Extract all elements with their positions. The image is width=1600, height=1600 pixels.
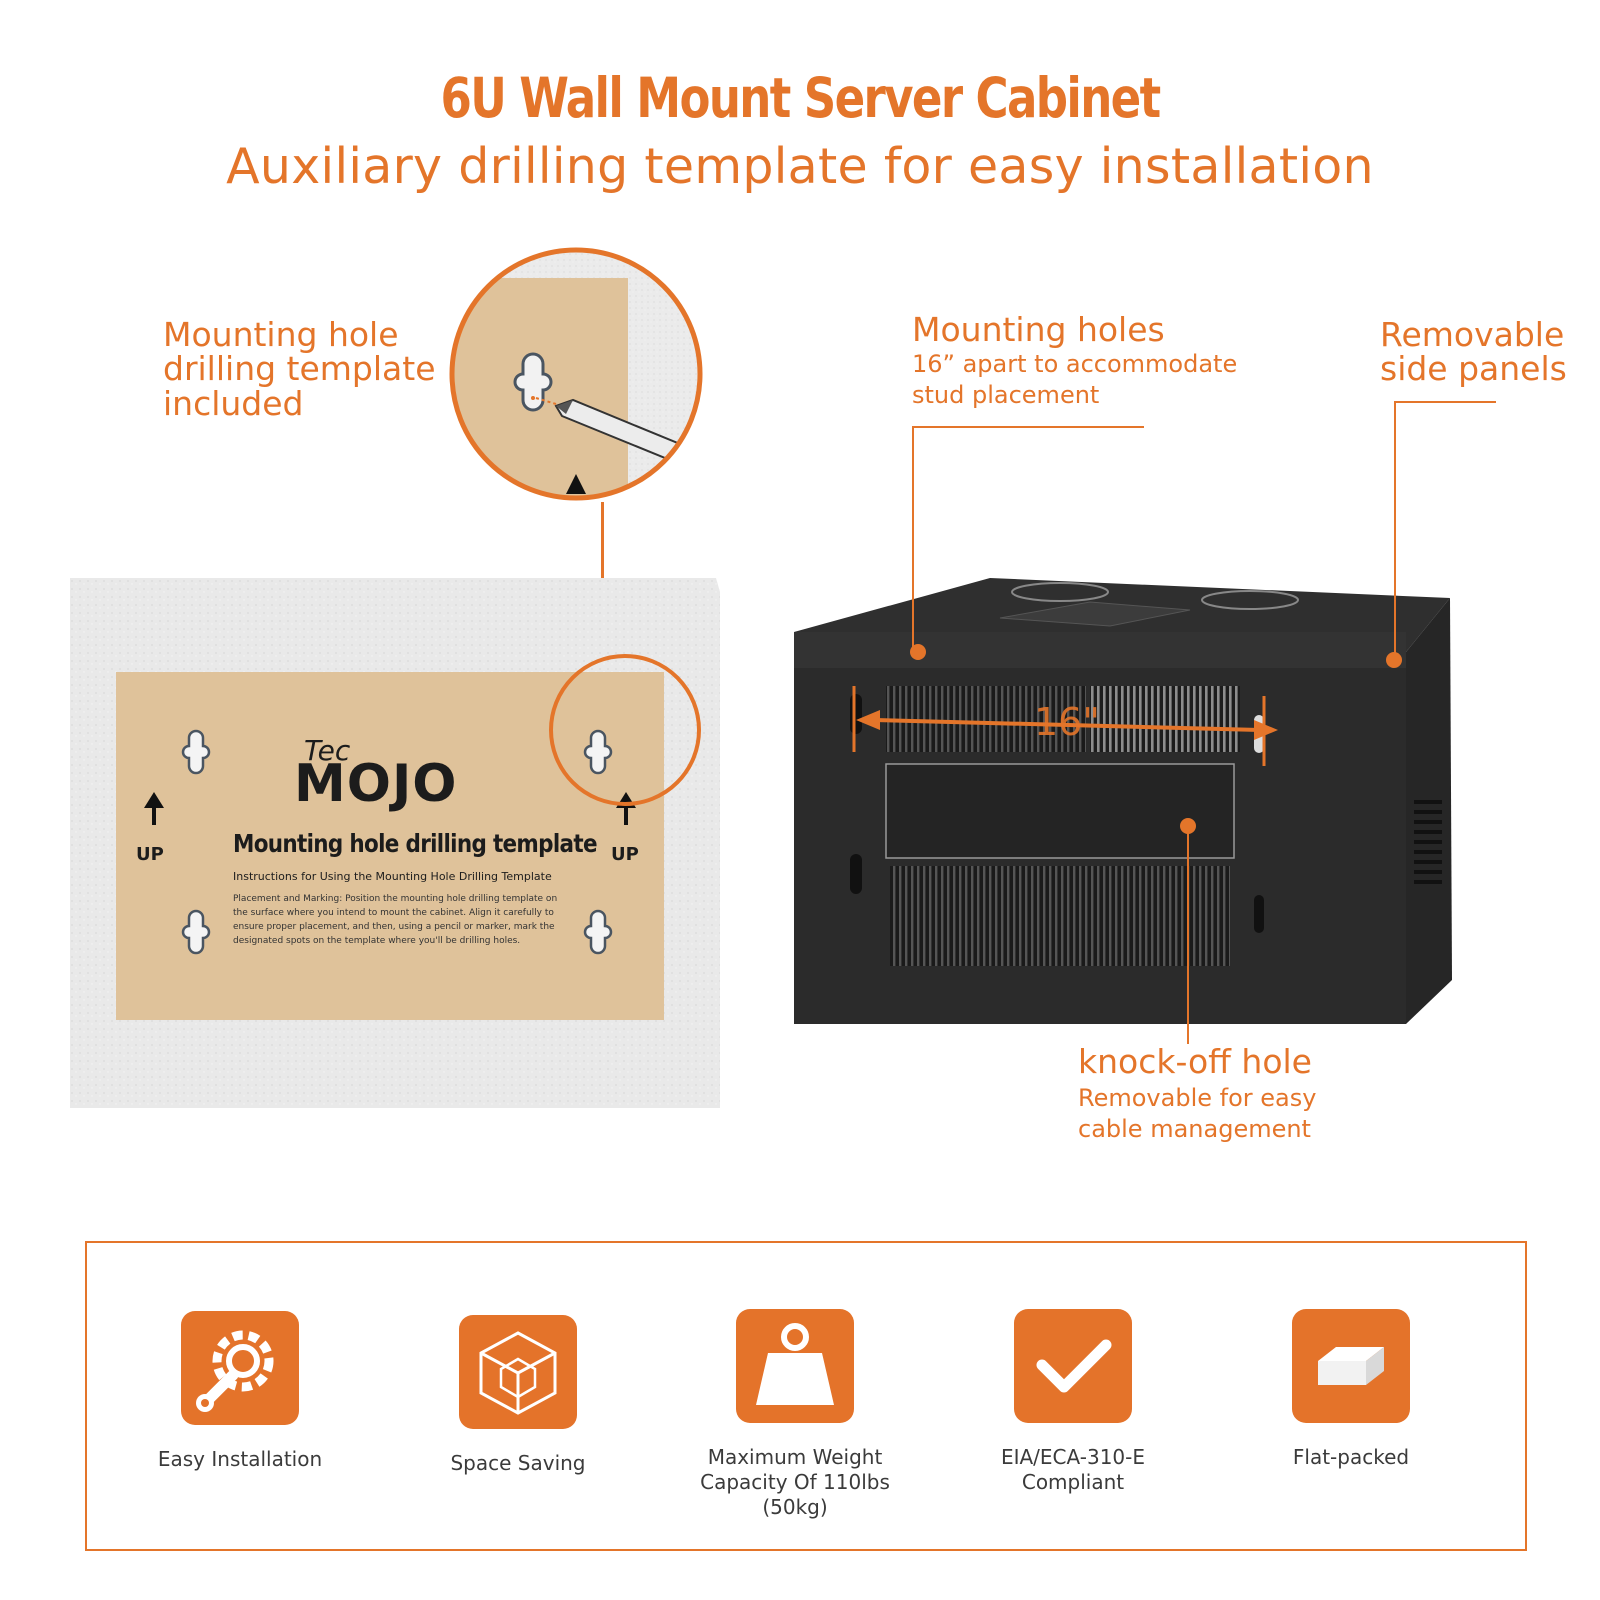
feature-label-line: Compliant	[1021, 1470, 1125, 1494]
feature-label-line: Maximum Weight	[707, 1445, 883, 1469]
callout-panels-line: side panels	[1380, 349, 1567, 389]
leader-panels-vertical	[1394, 401, 1396, 661]
instructions-line: the surface where you intend to mount th…	[233, 908, 554, 918]
feature-label-line: Capacity Of 110lbs (50kg)	[700, 1470, 890, 1519]
server-cabinet-illustration	[794, 578, 1452, 1024]
feature-label-line: EIA/ECA-310-E	[1000, 1445, 1146, 1469]
callout-panels-line: Removable	[1380, 315, 1565, 354]
feature-label-line: Flat-packed	[1292, 1445, 1410, 1469]
feature-space-saving: Space Saving	[388, 1315, 648, 1476]
callout-holes-title: Mounting holes	[912, 310, 1165, 349]
cube-icon	[459, 1315, 577, 1429]
callout-holes-desc: 16” apart to accommodate stud placement	[912, 349, 1237, 410]
callout-mounting-holes: Mounting holes 16” apart to accommodate …	[912, 310, 1237, 411]
instructions-line: designated spots on the template where y…	[233, 936, 521, 946]
template-instructions-body: Placement and Marking: Position the moun…	[233, 892, 557, 948]
callout-knockoff-title: knock-off hole	[1078, 1042, 1312, 1081]
checkmark-icon	[1014, 1309, 1132, 1423]
features-panel: Easy Installation Space Saving Maximum W…	[85, 1241, 1527, 1551]
leader-holes-horizontal	[912, 426, 1144, 428]
up-arrow-icon	[566, 474, 586, 494]
feature-easy-installation: Easy Installation	[110, 1311, 370, 1472]
feature-compliant: EIA/ECA-310-E Compliant	[943, 1309, 1203, 1495]
callout-holes-line: stud placement	[912, 381, 1100, 410]
wrench-gear-icon	[181, 1311, 299, 1425]
instructions-line: Placement and Marking: Position the moun…	[233, 894, 558, 904]
feature-label: EIA/ECA-310-E Compliant	[943, 1445, 1203, 1495]
instructions-line: ensure proper placement, and then, using…	[233, 922, 555, 932]
leader-panels-horizontal	[1394, 401, 1496, 403]
template-instructions-title: Instructions for Using the Mounting Hole…	[233, 870, 552, 883]
box-icon	[1292, 1309, 1410, 1423]
callout-side-panels: Removable side panels	[1380, 315, 1567, 389]
feature-label: Flat-packed	[1221, 1445, 1481, 1470]
page-subtitle: Auxiliary drilling template for easy ins…	[226, 138, 1374, 195]
template-heading: Mounting hole drilling template	[233, 829, 598, 858]
dimension-label: 16"	[1034, 700, 1100, 744]
feature-max-weight: Maximum Weight Capacity Of 110lbs (50kg)	[665, 1309, 925, 1520]
callout-template-line: drilling template	[163, 349, 436, 389]
callout-knockoff-line: Removable for easy	[1078, 1084, 1317, 1113]
up-label-right: UP	[611, 844, 639, 865]
callout-template-line: Mounting hole	[163, 315, 399, 354]
brand-small: Tec	[304, 734, 351, 767]
brand-logo: MOJO	[294, 754, 458, 814]
feature-label: Easy Installation	[110, 1447, 370, 1472]
feature-label-line: Easy Installation	[157, 1447, 323, 1471]
leader-holes-vertical	[912, 426, 914, 652]
callout-knockoff-line: cable management	[1078, 1115, 1311, 1144]
feature-label: Space Saving	[388, 1451, 648, 1476]
callout-template-line: included	[163, 383, 304, 423]
callout-knockoff-desc: Removable for easy cable management	[1078, 1083, 1316, 1144]
callout-knockoff: knock-off hole Removable for easy cable …	[1078, 1042, 1316, 1145]
feature-label: Maximum Weight Capacity Of 110lbs (50kg)	[665, 1445, 925, 1520]
feature-flat-packed: Flat-packed	[1221, 1309, 1481, 1470]
leader-knockoff-vertical	[1187, 826, 1189, 1044]
page-title: 6U Wall Mount Server Cabinet	[440, 66, 1161, 130]
feature-label-line: Space Saving	[450, 1451, 586, 1475]
weight-icon	[736, 1309, 854, 1423]
drilling-template-board	[70, 578, 720, 1108]
zoom-detail-circle	[449, 247, 703, 501]
template-holes	[181, 729, 613, 955]
callout-holes-line: 16” apart to accommodate	[912, 350, 1238, 379]
callout-template: Mounting hole drilling template included	[163, 315, 436, 423]
up-label-left: UP	[136, 844, 164, 865]
